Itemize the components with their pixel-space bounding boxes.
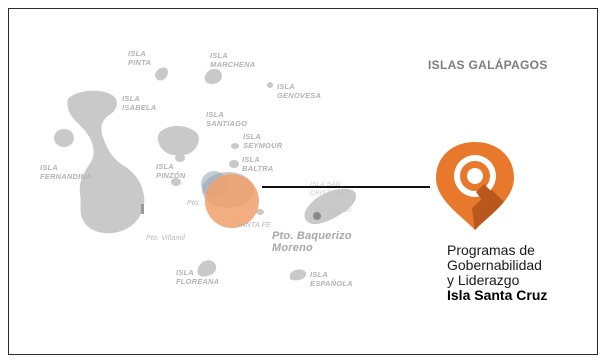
label-el-progreso: El Progreso	[315, 207, 352, 214]
label-puerto-villamil: Pto. Villamil	[146, 235, 186, 242]
island-seymour	[231, 143, 239, 149]
island-marchena	[204, 68, 222, 84]
santa-cruz-highlight	[205, 174, 259, 228]
callout-connector	[262, 186, 430, 188]
island-genovesa	[267, 82, 273, 88]
town-marker	[313, 212, 321, 220]
callout-text: Programas de Gobernabilidad y Liderazgo …	[447, 243, 547, 303]
callout-line: Programas de	[447, 242, 535, 258]
label-puerto-ayora: Pto. ...	[187, 200, 209, 207]
town-marker	[141, 204, 144, 214]
island-pinzon	[171, 178, 181, 186]
callout-emphasis: Isla Santa Cruz	[447, 287, 548, 303]
island-rabida	[175, 154, 185, 162]
label-santa-fe: SANTA FE	[236, 222, 272, 229]
island-pinta	[154, 67, 168, 81]
callout-line: Gobernabilidad	[447, 257, 542, 273]
map-title: ISLAS GALÁPAGOS	[428, 58, 548, 72]
island-espanola	[290, 269, 306, 281]
island-baltra	[229, 160, 239, 168]
island-isabela	[67, 90, 145, 234]
map-pin-icon	[436, 142, 514, 230]
island-santiago	[157, 126, 199, 156]
island-floreana	[197, 260, 217, 277]
island-santa-fe	[256, 209, 264, 215]
callout-line: y Liderazgo	[447, 272, 520, 288]
island-fernandina	[54, 129, 74, 147]
